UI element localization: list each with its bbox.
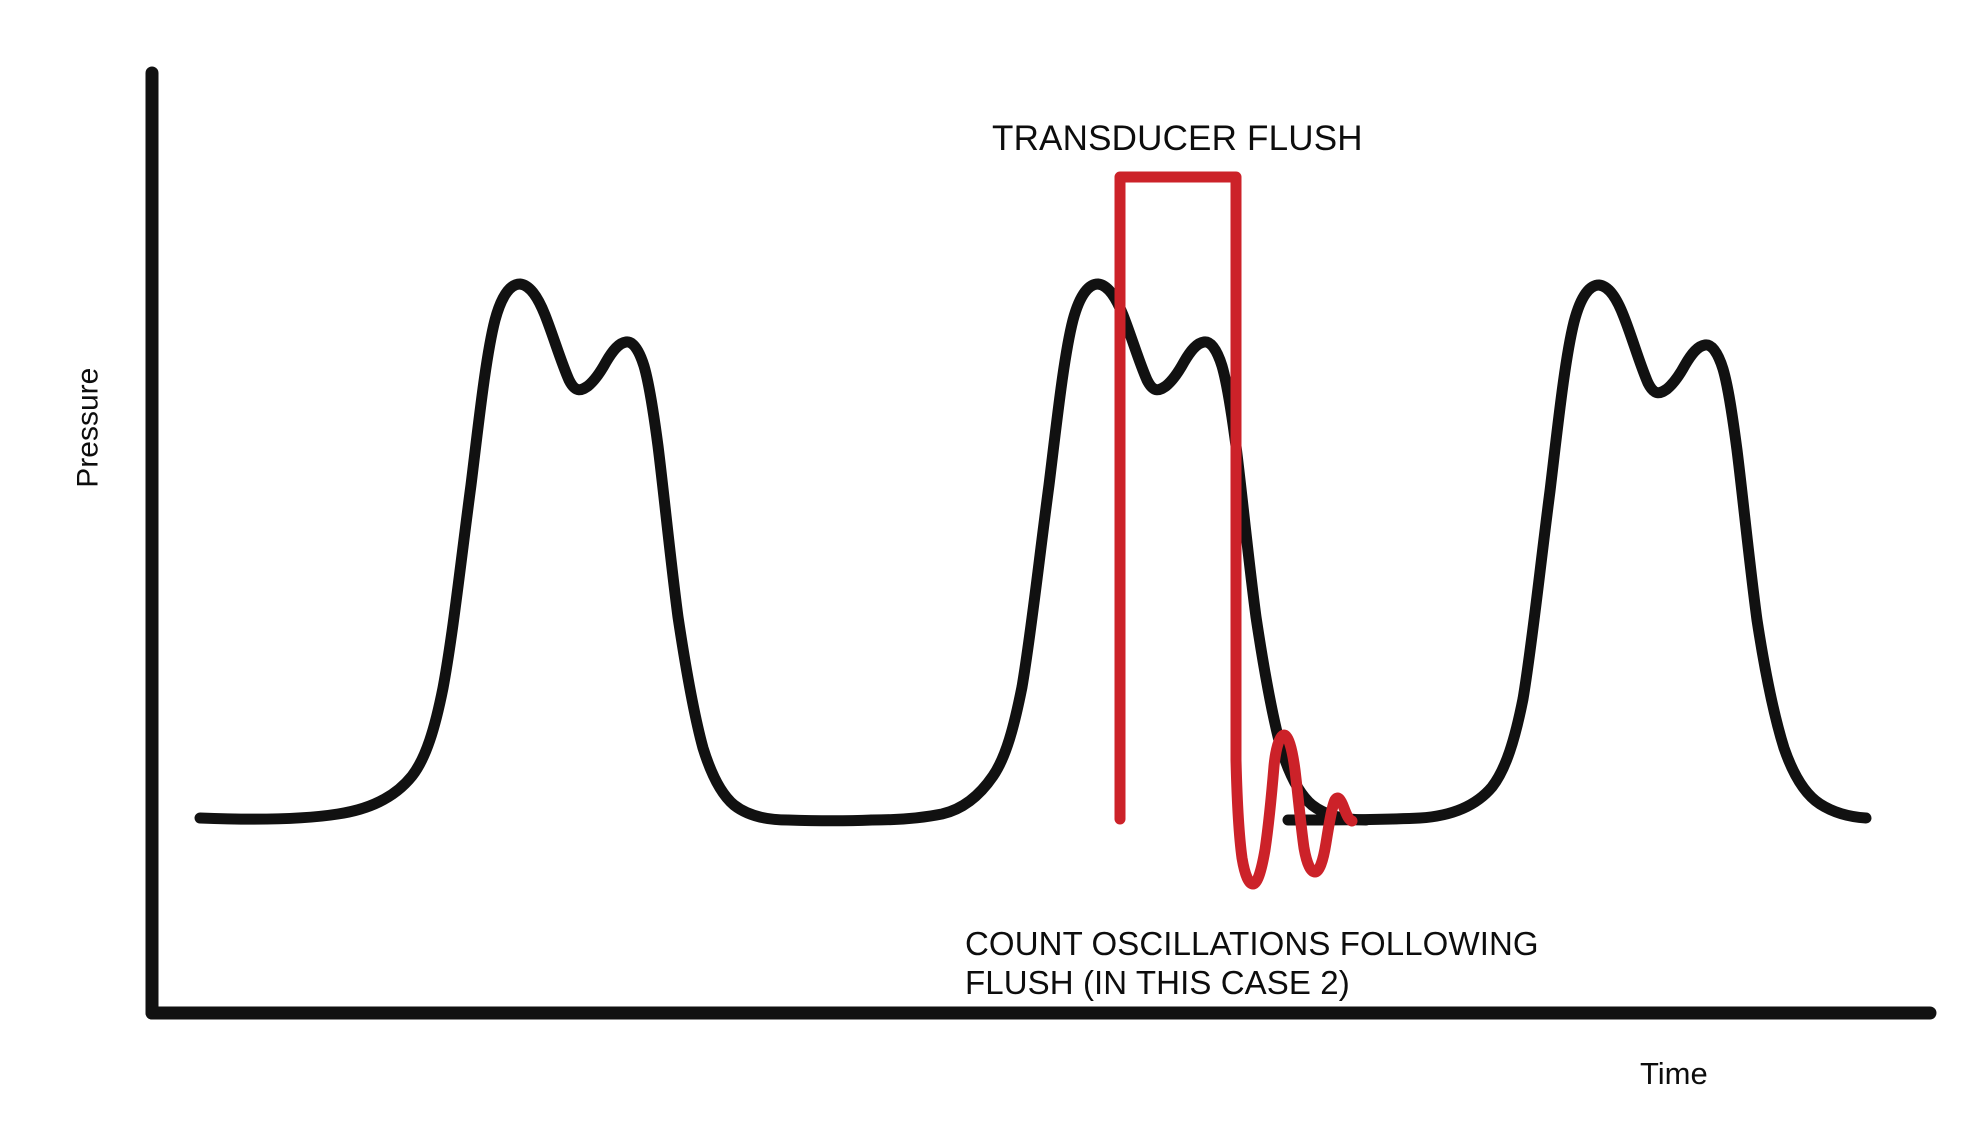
x-axis-label: Time	[1640, 1056, 1708, 1091]
arterial-waveform-complex-1	[194, 278, 878, 827]
count-oscillations-line-1: COUNT OSCILLATIONS FOLLOWING	[965, 925, 1539, 962]
y-axis-label: Pressure	[71, 367, 105, 488]
arterial-waveform-complex-2	[866, 278, 1372, 826]
transducer-flush-label: TRANSDUCER FLUSH	[992, 119, 1363, 158]
count-oscillations-line-2: FLUSH (IN THIS CASE 2)	[965, 963, 1350, 1001]
arterial-waveform-complex-3	[1282, 279, 1872, 826]
transducer-flush-waveform	[1114, 171, 1358, 890]
